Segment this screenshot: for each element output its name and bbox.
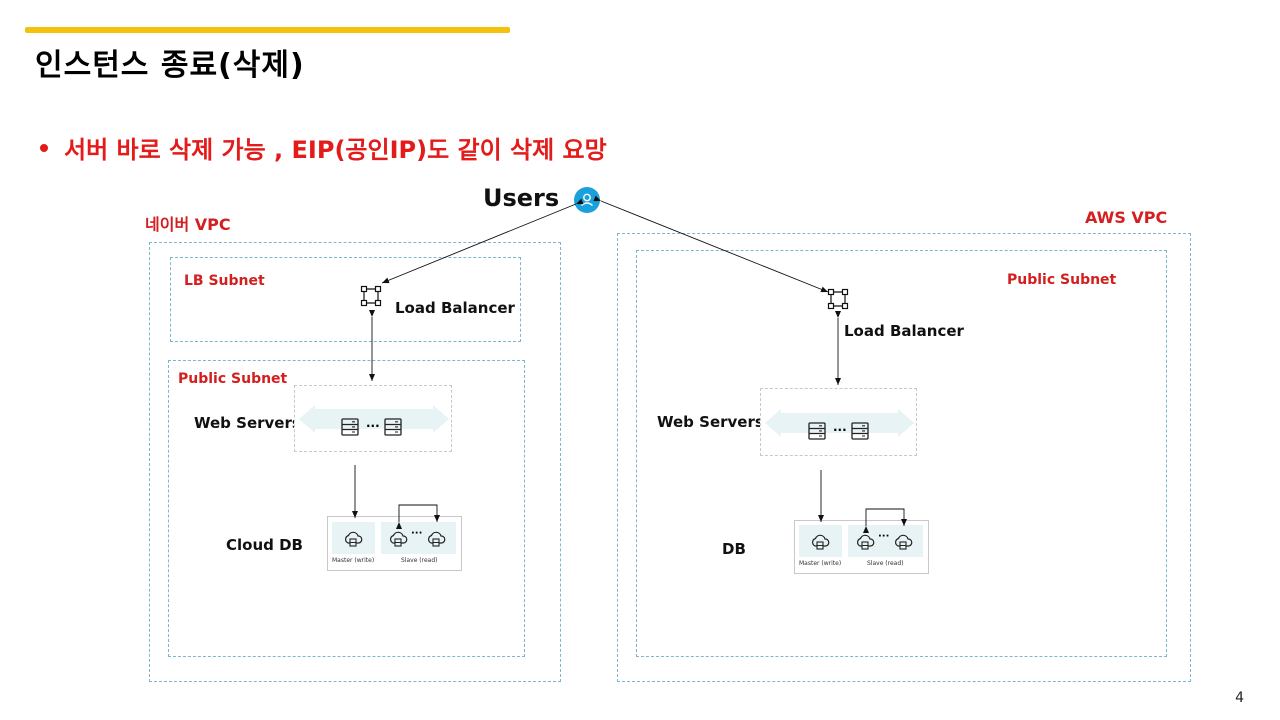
bullet-dot [40,144,48,152]
aws-web-server-group [760,388,917,456]
naver-db-ellipsis: ··· [411,528,423,539]
naver-master-db-tile [332,522,375,554]
aws-load-balancer-icon [827,288,849,310]
naver-db-label: Cloud DB [226,536,303,554]
naver-lb-subnet-box [170,257,521,342]
naver-vpc-box [149,242,561,682]
slide-title: 인스턴스 종료(삭제) [35,48,305,83]
naver-master-label: Master (write) [332,557,375,564]
naver-slave-label: Slave (read) [401,557,438,564]
naver-load-balancer-icon [360,285,382,307]
naver-load-balancer-label: Load Balancer [395,299,515,317]
aws-server-ellipsis: ··· [833,423,847,437]
database-cloud-icon [344,530,363,548]
database-cloud-icon [856,533,875,551]
aws-public-subnet-box [636,250,1167,657]
aws-master-label: Master (write) [799,560,842,567]
database-cloud-icon [427,530,446,548]
aws-vpc-label: AWS VPC [1085,208,1168,227]
aws-server-icon [851,422,869,440]
naver-public-subnet-label: Public Subnet [178,371,296,387]
naver-public-subnet-box [168,360,525,657]
aws-slave-label: Slave (read) [867,560,904,567]
accent-bar [25,27,510,33]
user-icon [574,187,600,213]
bullet-item: 서버 바로 삭제 가능 , EIP(공인IP)도 같이 삭제 요망 [40,130,607,165]
naver-web-server-group [294,385,452,452]
naver-server-icon [384,418,402,436]
naver-lb-subnet-label: LB Subnet [184,273,265,289]
naver-server-icon [341,418,359,436]
database-cloud-icon [389,530,408,548]
bullet-text: 서버 바로 삭제 가능 , EIP(공인IP)도 같이 삭제 요망 [64,136,607,164]
users-label: Users [483,184,560,212]
aws-load-balancer-label: Load Balancer [844,322,964,340]
naver-server-ellipsis: ··· [366,419,380,433]
database-cloud-icon [811,533,830,551]
aws-server-icon [808,422,826,440]
aws-public-subnet-label: Public Subnet [1007,272,1117,288]
aws-vpc-box [617,233,1191,682]
aws-master-db-tile [799,525,842,557]
aws-db-ellipsis: ··· [878,531,890,542]
database-cloud-icon [894,533,913,551]
aws-db-label: DB [722,540,746,558]
aws-web-servers-label: Web Servers [657,413,764,431]
naver-web-servers-label: Web Servers [194,414,301,432]
naver-vpc-label: 네이버 VPC [145,215,231,234]
page-number: 4 [1235,690,1244,706]
